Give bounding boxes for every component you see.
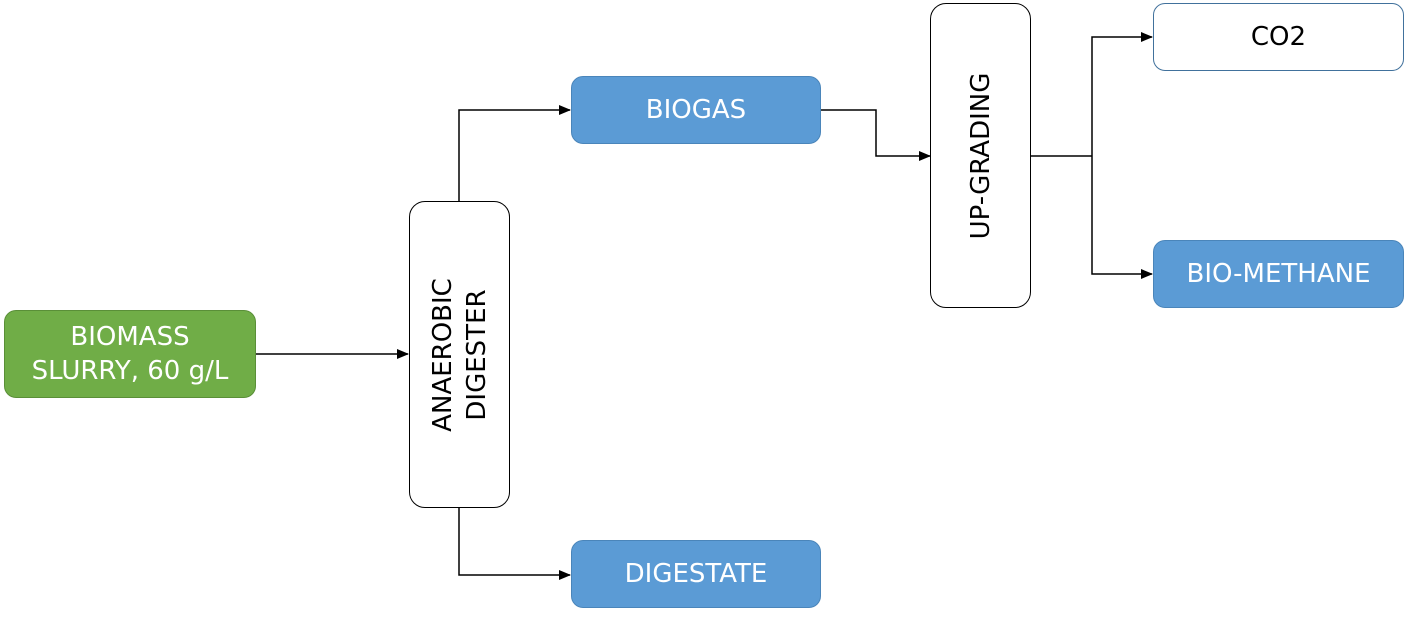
biomethane-label: BIO-METHANE [1186,259,1371,289]
digestate-label: DIGESTATE [624,559,768,589]
arrow-digester-to-biogas [458,105,571,201]
digester-label-line2: DIGESTER [461,288,492,421]
biomass-label-line1: BIOMASS [70,322,190,352]
biomethane-box: BIO-METHANE [1153,240,1404,308]
arrow-upgrading-to-biomethane [1091,156,1153,279]
biomass-slurry-box: BIOMASS SLURRY, 60 g/L [4,310,256,398]
upgrading-label: UP-GRADING [965,72,996,239]
arrow-digester-to-digestate [458,508,571,580]
biogas-label: BIOGAS [645,95,747,125]
co2-box: CO2 [1153,3,1404,71]
digestate-box: DIGESTATE [571,540,821,608]
biogas-box: BIOGAS [571,76,821,144]
biomass-label-line2: SLURRY, 60 g/L [31,356,229,386]
arrow-upgrading-to-co2 [1091,32,1153,156]
arrow-biogas-to-upgrading [821,109,931,161]
anaerobic-digester-box: ANAEROBIC DIGESTER [409,201,510,508]
co2-label: CO2 [1250,22,1307,52]
upgrading-box: UP-GRADING [930,3,1031,308]
digester-label-line1: ANAEROBIC [427,277,458,432]
